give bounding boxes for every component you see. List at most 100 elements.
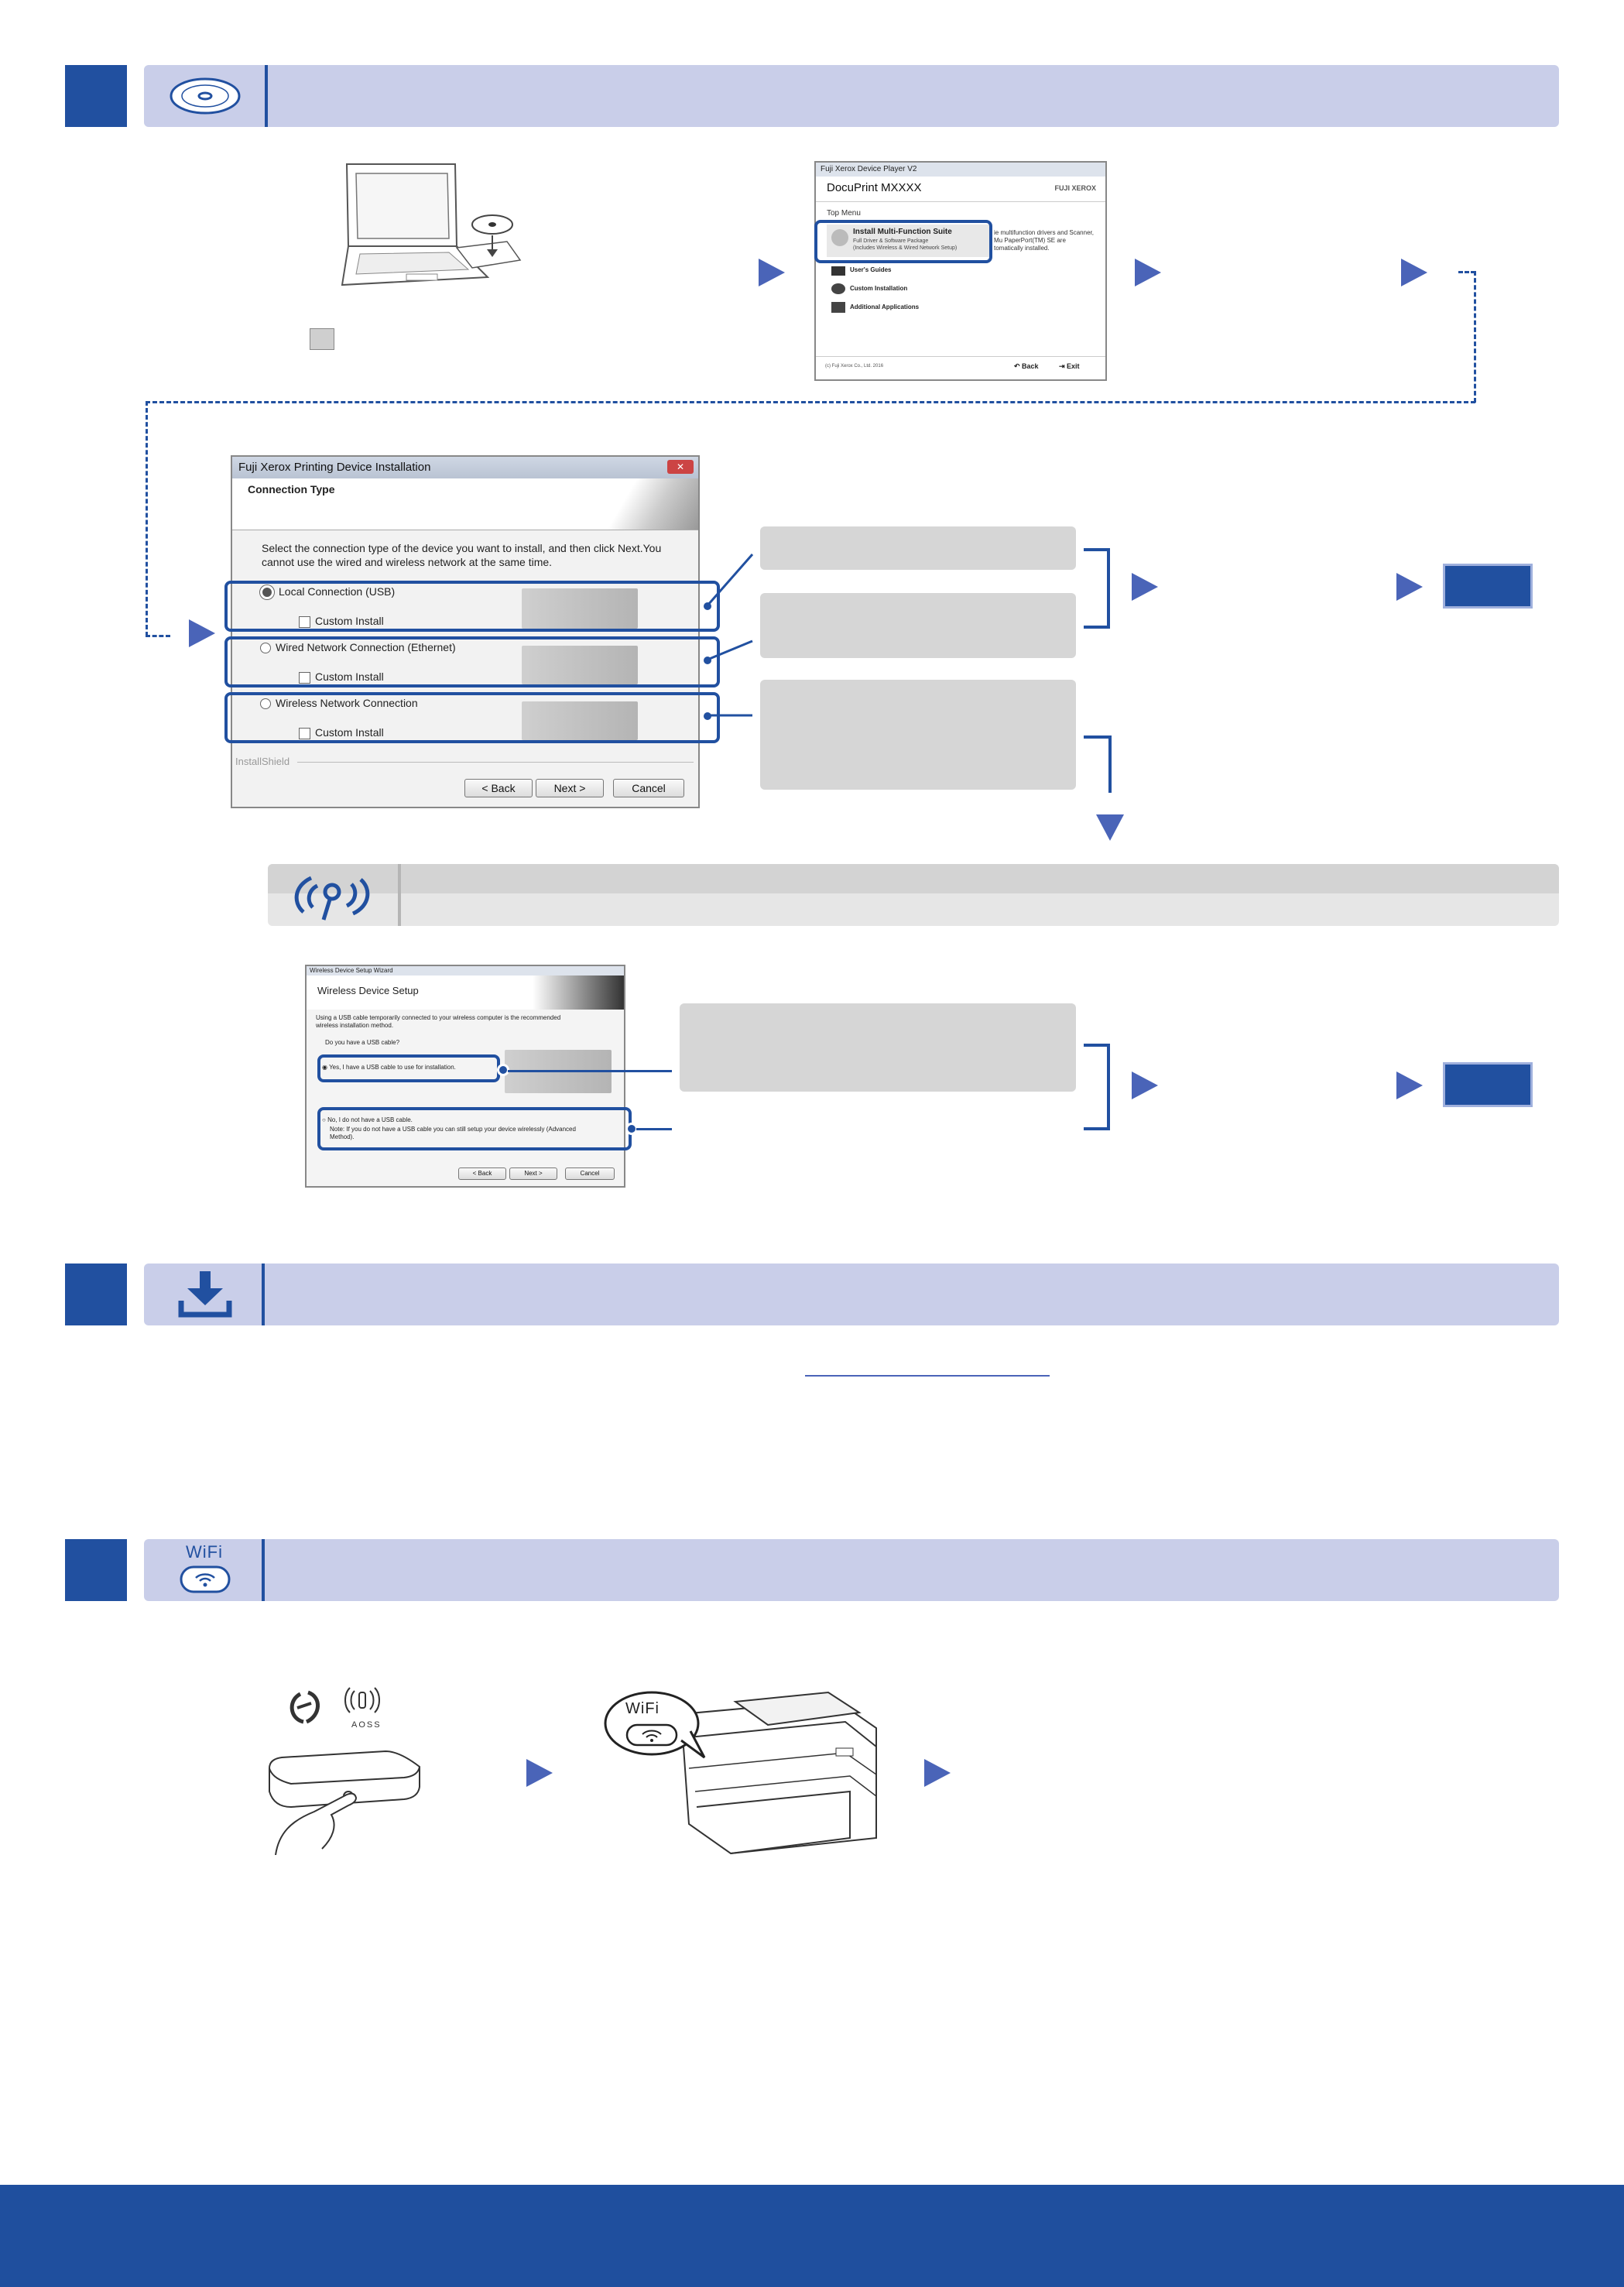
back-button[interactable]: < Back bbox=[458, 1168, 506, 1180]
flow-arrow bbox=[759, 259, 785, 286]
flow-arrow bbox=[1132, 1071, 1158, 1099]
install-suite-highlight bbox=[814, 220, 992, 263]
menu-custom-installation[interactable]: Custom Installation bbox=[850, 285, 908, 292]
flow-arrow bbox=[924, 1759, 951, 1787]
install-suite-sub1: Full Driver & Software Package bbox=[853, 238, 929, 244]
installshield-label: InstallShield bbox=[235, 756, 290, 767]
radio-button[interactable] bbox=[260, 698, 271, 710]
folder-icon bbox=[310, 328, 334, 350]
custom-install-label: Custom Install bbox=[315, 726, 384, 739]
close-button[interactable]: ✕ bbox=[667, 460, 694, 474]
option-wireless[interactable]: Wireless Network Connection bbox=[260, 697, 418, 710]
printer-wifi-label: WiFi bbox=[625, 1700, 660, 1717]
flow-arrow-down bbox=[1096, 814, 1124, 841]
wireless-intro-1: Using a USB cable temporarily connected … bbox=[316, 1014, 561, 1021]
flow-arrow bbox=[1396, 573, 1423, 601]
dashed-connector bbox=[146, 635, 170, 637]
connector-lines bbox=[706, 554, 754, 717]
dashed-connector bbox=[146, 401, 148, 636]
custom-install-usb[interactable]: Custom Install bbox=[299, 615, 384, 628]
wireless-header-panel: Wireless Device Setup bbox=[307, 975, 624, 1010]
finish-marker bbox=[1443, 564, 1533, 609]
custom-install-wired[interactable]: Custom Install bbox=[299, 670, 384, 684]
step-marker-1 bbox=[65, 65, 127, 127]
custom-install-icon bbox=[831, 283, 845, 294]
connection-type-window: Fuji Xerox Printing Device Installation … bbox=[231, 455, 700, 808]
option-yes-usb[interactable]: ◉ Yes, I have a USB cable to use for ins… bbox=[322, 1064, 456, 1071]
divider bbox=[297, 762, 694, 763]
wired-connection-image bbox=[522, 646, 638, 684]
back-button[interactable]: < Back bbox=[464, 779, 533, 797]
note-line-2: Method). bbox=[330, 1133, 355, 1140]
wireless-intro-2: wireless installation method. bbox=[316, 1022, 394, 1029]
laptop-cd-illustration bbox=[341, 163, 522, 286]
option-usb[interactable]: Local Connection (USB) bbox=[260, 585, 395, 600]
cancel-button[interactable]: Cancel bbox=[565, 1168, 615, 1180]
install-icon bbox=[831, 229, 848, 246]
flow-arrow bbox=[526, 1759, 553, 1787]
checkbox[interactable] bbox=[299, 727, 310, 739]
wireless-instruction-box bbox=[680, 1003, 1076, 1092]
radio-button[interactable] bbox=[260, 585, 274, 600]
flow-arrow bbox=[1132, 573, 1158, 601]
desc-line-2: Mu PaperPort(TM) SE are bbox=[994, 237, 1066, 244]
group-bracket bbox=[1084, 548, 1110, 629]
applications-icon bbox=[831, 302, 845, 313]
connection-window-title: Fuji Xerox Printing Device Installation bbox=[232, 457, 698, 478]
cancel-button[interactable]: Cancel bbox=[613, 779, 684, 797]
exit-button[interactable]: ⇥ Exit bbox=[1059, 362, 1080, 370]
section-banner-wifi: WiFi bbox=[144, 1539, 1559, 1601]
product-name: DocuPrint MXXXX bbox=[827, 181, 922, 194]
wps-aoss-icons bbox=[290, 1687, 380, 1724]
flow-arrow bbox=[1135, 259, 1161, 286]
section-banner-download bbox=[144, 1264, 1559, 1325]
option-no-usb[interactable]: ○ No, I do not have a USB cable. bbox=[322, 1116, 413, 1123]
wireless-signal-icon bbox=[294, 876, 370, 921]
usb-instruction-box bbox=[760, 526, 1076, 570]
download-icon bbox=[178, 1271, 232, 1318]
printer-illustration bbox=[604, 1691, 877, 1855]
flow-arrow bbox=[189, 619, 215, 647]
connection-instruction-1: Select the connection type of the device… bbox=[262, 542, 662, 554]
header-graphic bbox=[598, 478, 698, 530]
wireless-option-highlight bbox=[224, 692, 720, 743]
next-button[interactable]: Next > bbox=[536, 779, 604, 797]
wireless-setup-window: Wireless Device Setup Wizard Wireless De… bbox=[305, 965, 625, 1188]
radio-button[interactable] bbox=[260, 643, 271, 654]
custom-install-label: Custom Install bbox=[315, 615, 384, 627]
book-icon bbox=[831, 266, 845, 276]
autorun-title: Fuji Xerox Device Player V2 bbox=[816, 163, 1105, 177]
install-suite-item[interactable]: Install Multi-Function Suite Full Driver… bbox=[827, 225, 989, 257]
banner-divider bbox=[265, 65, 268, 127]
autorun-window: Fuji Xerox Device Player V2 DocuPrint MX… bbox=[814, 161, 1107, 381]
menu-additional-applications[interactable]: Additional Applications bbox=[850, 303, 920, 310]
custom-install-wireless[interactable]: Custom Install bbox=[299, 726, 384, 739]
custom-install-label: Custom Install bbox=[315, 670, 384, 683]
checkbox[interactable] bbox=[299, 671, 310, 684]
yes-usb-highlight bbox=[317, 1054, 500, 1082]
connection-header-panel: Connection Type bbox=[232, 478, 698, 530]
option-wired-label: Wired Network Connection (Ethernet) bbox=[276, 641, 456, 653]
download-link-underline[interactable] bbox=[805, 1375, 1050, 1377]
wireless-connection-image bbox=[522, 701, 638, 740]
wired-instruction-box bbox=[760, 593, 1076, 658]
wireless-header: Wireless Device Setup bbox=[317, 985, 419, 996]
checkbox[interactable] bbox=[299, 615, 310, 628]
wireless-window-title: Wireless Device Setup Wizard bbox=[307, 966, 624, 975]
wifi-icon bbox=[180, 1565, 231, 1593]
page-footer bbox=[0, 2185, 1624, 2287]
connector-line bbox=[636, 1128, 672, 1130]
option-yes-label: Yes, I have a USB cable to use for insta… bbox=[329, 1064, 456, 1071]
dashed-connector bbox=[1474, 271, 1476, 403]
menu-users-guides[interactable]: User's Guides bbox=[850, 266, 892, 273]
section-banner-cd bbox=[144, 65, 1559, 127]
desc-line-1: ie multifunction drivers and Scanner, bbox=[994, 229, 1094, 236]
finish-marker bbox=[1443, 1062, 1533, 1107]
back-button[interactable]: ↶ Back bbox=[1014, 362, 1039, 370]
banner-divider bbox=[398, 864, 401, 926]
no-usb-highlight bbox=[317, 1107, 632, 1150]
next-button[interactable]: Next > bbox=[509, 1168, 557, 1180]
option-wired[interactable]: Wired Network Connection (Ethernet) bbox=[260, 641, 456, 654]
install-suite-sub2: (Includes Wireless & Wired Network Setup… bbox=[853, 245, 958, 251]
exit-label: Exit bbox=[1067, 362, 1080, 370]
